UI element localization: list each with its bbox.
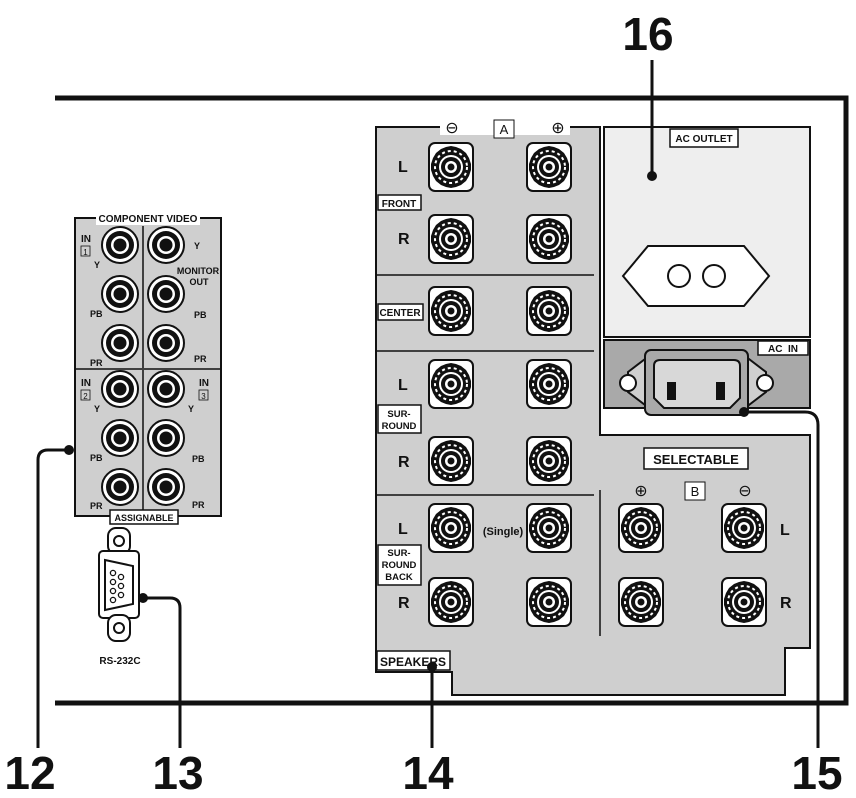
in3-y-label: Y: [188, 404, 194, 414]
front-l-minus-terminal[interactable]: [428, 142, 474, 192]
monitor-out-y-jack[interactable]: [147, 226, 185, 264]
in2-pr-jack[interactable]: [101, 468, 139, 506]
callout-lines: [36, 60, 820, 748]
ac-outlet-panel: AC OUTLET: [603, 126, 811, 338]
in2-pb-label: PB: [90, 453, 103, 463]
callout-13: 13: [152, 747, 203, 798]
b-r-plus-terminal[interactable]: [618, 577, 664, 627]
in2-pr-label: PR: [90, 501, 103, 511]
rs232c-label: RS-232C: [99, 656, 140, 667]
b-l-plus-terminal[interactable]: [618, 503, 664, 553]
callout-15: 15: [791, 747, 842, 798]
callout-14: 14: [402, 747, 454, 798]
assignable-label: ASSIGNABLE: [114, 513, 173, 523]
ac-outlet-label: AC OUTLET: [675, 134, 732, 145]
monitor-out-pb-jack[interactable]: [147, 275, 185, 313]
in2-y-label: Y: [94, 404, 100, 414]
center-plus-terminal[interactable]: [526, 286, 572, 336]
in1-pr-jack[interactable]: [101, 324, 139, 362]
callout-12: 12: [4, 747, 55, 798]
front-r-label: R: [398, 231, 410, 248]
in3-y-jack[interactable]: [147, 370, 185, 408]
in3-pb-jack[interactable]: [147, 419, 185, 457]
in1-pb-jack[interactable]: [101, 275, 139, 313]
surround-r-minus-terminal[interactable]: [428, 436, 474, 486]
front-label: FRONT: [382, 199, 416, 210]
surround-back-l-plus-terminal[interactable]: [526, 503, 572, 553]
in3-number: 3: [201, 392, 206, 401]
in1-y-label: Y: [94, 260, 100, 270]
surround-back-label-1: SUR-: [387, 548, 410, 559]
in1-y-jack[interactable]: [101, 226, 139, 264]
front-r-plus-terminal[interactable]: [526, 214, 572, 264]
selectable-label: SELECTABLE: [653, 452, 739, 467]
monitor-out-y-label: Y: [194, 241, 200, 251]
a-plus-symbol: ⊕: [551, 120, 564, 137]
out-label: OUT: [190, 277, 210, 287]
surround-back-label-3: BACK: [385, 572, 413, 583]
chassis-frame: [55, 95, 849, 706]
front-r-minus-terminal[interactable]: [428, 214, 474, 264]
surround-label-1: SUR-: [387, 409, 410, 420]
surround-l-minus-terminal[interactable]: [428, 359, 474, 409]
monitor-out-pb-label: PB: [194, 310, 207, 320]
speaker-b-label: B: [691, 484, 700, 499]
in2-y-jack[interactable]: [101, 370, 139, 408]
in3-label: IN: [199, 378, 209, 389]
b-r-minus-terminal[interactable]: [721, 577, 767, 627]
surround-r-plus-terminal[interactable]: [526, 436, 572, 486]
b-r-label: R: [780, 595, 792, 612]
ac-outlet-socket[interactable]: [621, 245, 771, 307]
ac-in-label: AC IN: [768, 344, 798, 355]
front-l-label: L: [398, 159, 408, 176]
in2-number: 2: [83, 392, 88, 401]
b-l-label: L: [780, 522, 790, 539]
callout-dots: [64, 171, 749, 672]
rs232c-port[interactable]: [98, 527, 140, 642]
front-l-plus-terminal[interactable]: [526, 142, 572, 192]
b-l-minus-terminal[interactable]: [721, 503, 767, 553]
in2-label: IN: [81, 378, 91, 389]
ac-in-panel: AC IN: [603, 339, 811, 416]
monitor-out-pr-label: PR: [194, 354, 207, 364]
speakers-panel: ⊖ A ⊕ L FRONT R CENTER L SUR- ROUND R L …: [375, 119, 811, 696]
in1-pr-label: PR: [90, 358, 103, 368]
in3-pr-jack[interactable]: [147, 468, 185, 506]
surround-l-label: L: [398, 377, 408, 394]
in1-pb-label: PB: [90, 309, 103, 319]
component-video-title: COMPONENT VIDEO: [99, 214, 198, 225]
center-label: CENTER: [379, 308, 421, 319]
in3-pr-label: PR: [192, 500, 205, 510]
surround-back-l-label: L: [398, 521, 408, 538]
surround-label-2: ROUND: [382, 421, 417, 432]
monitor-out-pr-jack[interactable]: [147, 324, 185, 362]
surround-back-l-minus-terminal[interactable]: [428, 503, 474, 553]
b-minus-symbol: ⊖: [738, 483, 751, 500]
a-minus-symbol: ⊖: [445, 120, 458, 137]
surround-r-label: R: [398, 454, 410, 471]
surround-l-plus-terminal[interactable]: [526, 359, 572, 409]
in1-label: IN: [81, 234, 91, 245]
surround-back-r-plus-terminal[interactable]: [526, 577, 572, 627]
surround-back-label-2: ROUND: [382, 560, 417, 571]
component-video-panel: COMPONENT VIDEO IN 1 Y PB PR Y MONITOR O…: [74, 212, 222, 525]
in2-pb-jack[interactable]: [101, 419, 139, 457]
center-minus-terminal[interactable]: [428, 286, 474, 336]
single-label: (Single): [483, 526, 524, 538]
surround-back-r-label: R: [398, 595, 410, 612]
ac-in-inlet[interactable]: [619, 349, 774, 416]
speaker-a-label: A: [500, 122, 509, 137]
surround-back-r-minus-terminal[interactable]: [428, 577, 474, 627]
in1-number: 1: [83, 248, 88, 257]
callout-16: 16: [622, 8, 673, 60]
b-plus-symbol: ⊕: [634, 483, 647, 500]
monitor-label: MONITOR: [177, 266, 220, 276]
in3-pb-label: PB: [192, 454, 205, 464]
